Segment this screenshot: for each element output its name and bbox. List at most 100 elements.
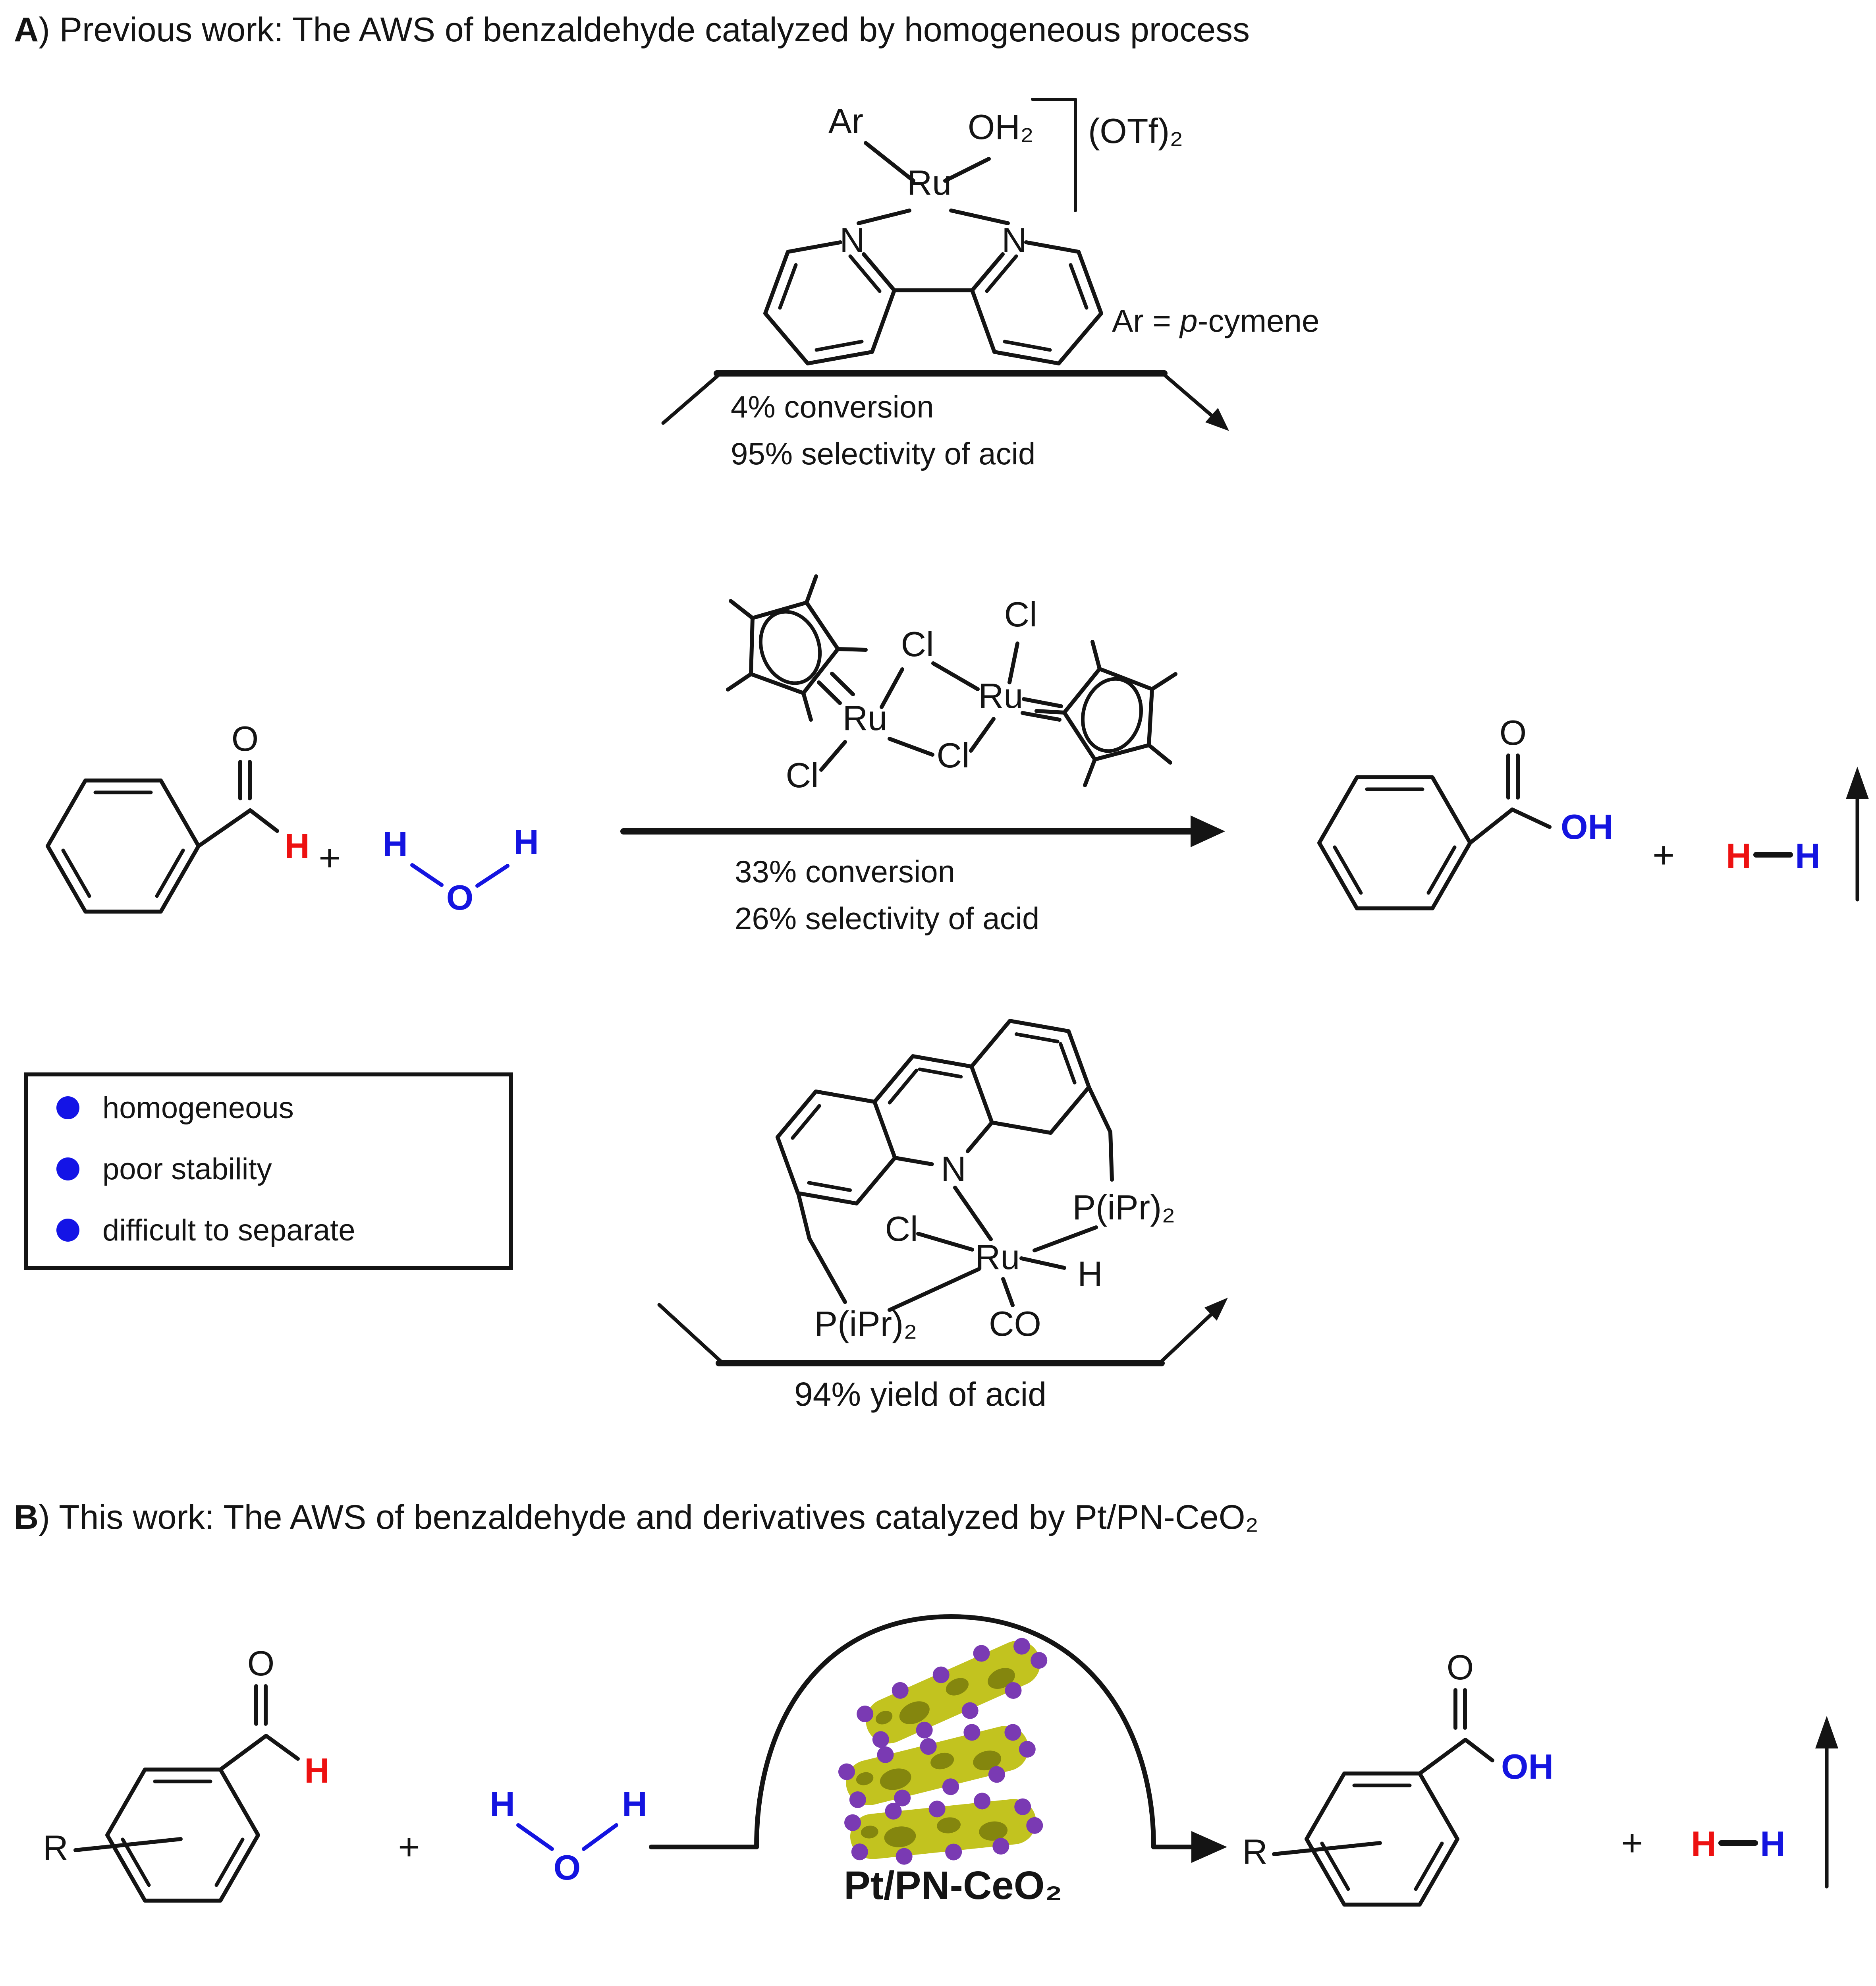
- aldehyde-h-label: H: [304, 1751, 330, 1790]
- n-left-label: N: [840, 220, 865, 260]
- ar-def-pre: Ar =: [1112, 303, 1180, 338]
- gas-up-arrow-icon: [1815, 1716, 1838, 1889]
- oh2-label: OH₂: [968, 107, 1034, 147]
- cl-terminal-right-label: Cl: [1004, 595, 1037, 634]
- bullet-dot-icon: [56, 1157, 79, 1180]
- water-h1-label: H: [490, 1784, 515, 1824]
- conversion-4: 4% conversion: [731, 389, 934, 424]
- ar-label: Ar: [828, 101, 863, 141]
- h2-right-label: H: [1760, 1824, 1785, 1863]
- ru-right-label: Ru: [979, 676, 1023, 715]
- conversion-33: 33% conversion: [735, 854, 955, 889]
- catalyst-dome-arrow: [649, 1614, 1227, 1865]
- selectivity-95: 95% selectivity of acid: [731, 436, 1036, 471]
- drawback-text: homogeneous: [102, 1091, 294, 1125]
- arrowhead-icon: [1191, 815, 1225, 847]
- water-h1-label: H: [382, 824, 408, 864]
- acid-o-label: O: [1447, 1648, 1474, 1687]
- gas-up-arrow-icon: [1846, 767, 1869, 902]
- p-left-label: P(iPr)₂: [814, 1304, 917, 1343]
- h2-right-label: H: [1795, 836, 1820, 875]
- acid-o-label: O: [1500, 713, 1527, 752]
- dome-arc: [754, 1614, 1156, 1849]
- branch-arrow-3: [657, 1298, 1228, 1366]
- drawback-item: poor stability: [28, 1139, 509, 1199]
- ar-def-post: -cymene: [1197, 303, 1320, 338]
- catalyst3-acridine-pincer-structure: N Cl Ru P(iPr)₂ H CO P(iPr)₂: [775, 1019, 1175, 1343]
- plus-sign: +: [1652, 834, 1674, 876]
- ar-def-italic: p: [1180, 303, 1198, 338]
- catalyst-name-label: Pt/PN-CeO₂: [843, 1863, 1063, 1908]
- branch-arrow-1: [661, 370, 1229, 431]
- water-h2-label: H: [513, 822, 539, 862]
- pincer-h-label: H: [1077, 1254, 1103, 1293]
- pincer-co-label: CO: [989, 1304, 1041, 1343]
- bipyridine-rings: [763, 240, 1103, 365]
- water-o-label: O: [554, 1848, 581, 1887]
- section-b-title: B) This work: The AWS of benzaldehyde an…: [14, 1497, 1258, 1537]
- r-benzoic-acid-structure: R O OH + H H: [1242, 1648, 1838, 1966]
- plus-sign: +: [398, 1826, 420, 1868]
- yield-94: 94% yield of acid: [794, 1376, 1047, 1413]
- drawback-text: poor stability: [102, 1152, 272, 1186]
- pt-dots: [857, 1638, 1048, 1748]
- cp-star-right: [1035, 640, 1177, 787]
- cl-bridge-top-label: Cl: [901, 624, 934, 664]
- selectivity-26: 26% selectivity of acid: [735, 901, 1040, 936]
- ru-label: Ru: [907, 163, 952, 202]
- aldehyde-h-label: H: [284, 826, 310, 865]
- section-a-title-text: ) Previous work: The AWS of benzaldehyde…: [39, 11, 1250, 49]
- acid-oh-label: OH: [1561, 807, 1613, 846]
- arrow1-conditions: 4% conversion 95% selectivity of acid: [731, 383, 1035, 477]
- plus-sign: +: [1621, 1822, 1643, 1864]
- catalyst2-ru-dimer-structure: Ru Ru Cl Cl Cl Cl: [726, 574, 1177, 795]
- pincer-ru-label: Ru: [975, 1237, 1020, 1277]
- reaction-arrow: [620, 815, 1225, 847]
- section-a-label: A: [14, 11, 39, 49]
- h2-left-label: H: [1691, 1824, 1716, 1863]
- r-group-label: R: [1242, 1832, 1268, 1871]
- water-molecule: H O H: [382, 822, 539, 917]
- dimer-bonds: [817, 641, 1063, 772]
- drawbacks-box: homogeneous poor stability difficult to …: [24, 1072, 513, 1270]
- r-benzaldehyde-structure: R O H + H O H: [43, 1644, 647, 1930]
- section-a-title: A) Previous work: The AWS of benzaldehyd…: [14, 10, 1250, 50]
- bullet-dot-icon: [56, 1219, 79, 1242]
- p-right-label: P(iPr)₂: [1072, 1188, 1175, 1227]
- catalyst1-ru-bipyridine-structure: Ar OH₂ (OTf)₂ Ru N N: [763, 98, 1183, 365]
- otf-label: (OTf)₂: [1088, 111, 1183, 151]
- ar-definition: Ar = p-cymene: [1112, 302, 1319, 340]
- drawback-item: homogeneous: [28, 1078, 509, 1138]
- arrowhead-icon: [1191, 1831, 1227, 1863]
- cp-star-left: [726, 574, 868, 722]
- benzaldehyde-structure: O H + H O H: [12, 719, 539, 917]
- pt-dots: [838, 1724, 1036, 1808]
- section-b-title-text: ) This work: The AWS of benzaldehyde and…: [39, 1498, 1259, 1536]
- drawback-item: difficult to separate: [28, 1200, 509, 1260]
- aldehyde-o-label: O: [232, 719, 259, 758]
- section-b-label: B: [14, 1498, 39, 1536]
- arrowhead-icon: [1205, 408, 1229, 431]
- counterion-bracket: [1031, 98, 1077, 212]
- acridine-rings: [775, 1019, 1091, 1206]
- r-group-label: R: [43, 1828, 68, 1867]
- water-h2-label: H: [622, 1784, 647, 1824]
- ch2-arm-left: [796, 1191, 847, 1304]
- ru-left-label: Ru: [843, 698, 888, 738]
- cl-bridge-bottom-label: Cl: [936, 736, 969, 775]
- ceo2-nanorod: [838, 1724, 1036, 1808]
- cl-terminal-left-label: Cl: [786, 755, 818, 795]
- pt-dots: [844, 1793, 1043, 1865]
- ceo2-nanorod: [857, 1638, 1048, 1748]
- pincer-cl-label: Cl: [885, 1209, 918, 1248]
- water-o-label: O: [446, 878, 473, 917]
- benzoic-acid-structure: O OH + H H: [1303, 713, 1869, 969]
- ceo2-nanorod: [844, 1793, 1043, 1865]
- hydrogen-molecule: H H: [1726, 836, 1820, 875]
- ch2-arm-right: [1087, 1085, 1114, 1182]
- aldehyde-o-label: O: [247, 1644, 274, 1683]
- water-molecule: H O H: [490, 1784, 647, 1887]
- drawback-text: difficult to separate: [102, 1213, 355, 1247]
- arrowhead-icon: [1204, 1298, 1228, 1321]
